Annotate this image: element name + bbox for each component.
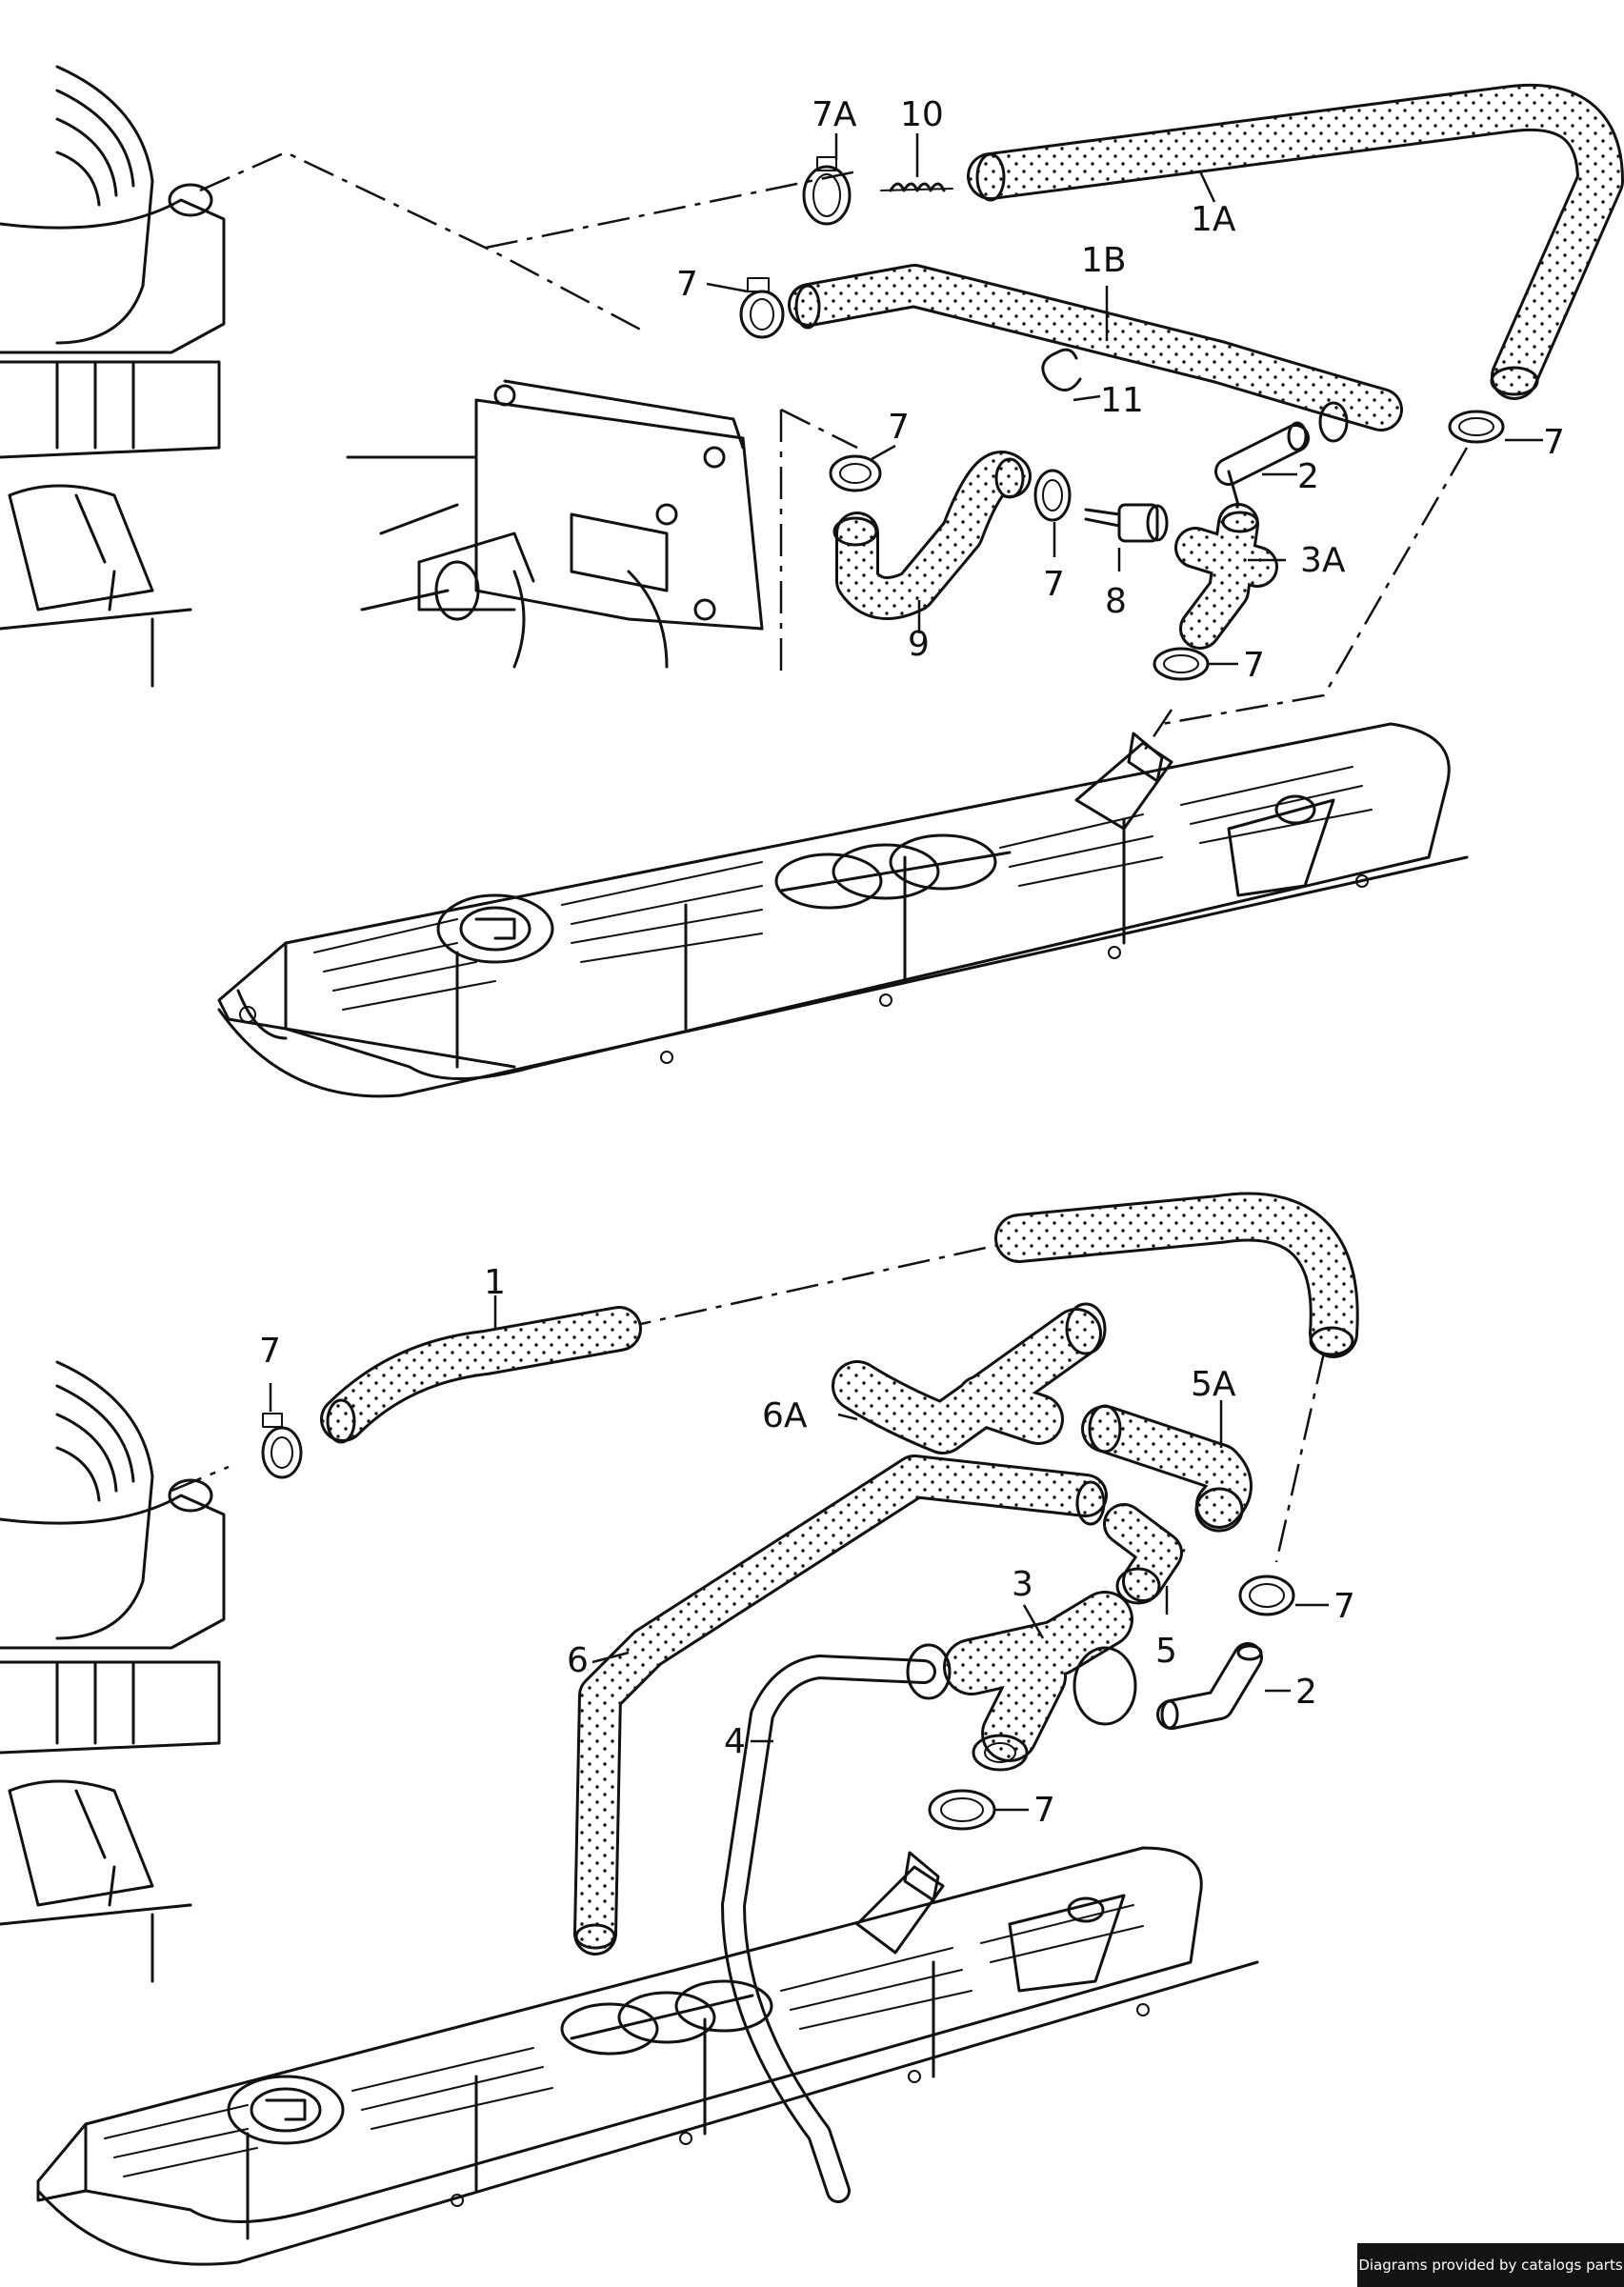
flow-line-7-bottom: [1274, 1352, 1326, 1563]
clamp-7-right-bottom: [1238, 1575, 1295, 1616]
clip-11: [1041, 348, 1082, 391]
callout-9: 9: [908, 625, 930, 664]
callout-5: 5: [1155, 1632, 1177, 1671]
callout-1: 1: [484, 1263, 506, 1302]
flow-line-1a: [199, 150, 649, 335]
flow-line-bracket: [779, 408, 858, 676]
callout-11: 11: [1100, 381, 1144, 420]
callout-7-left-bottom: 7: [259, 1332, 281, 1371]
callout-7-right: 7: [1543, 423, 1565, 462]
flow-line-7a: [485, 170, 858, 250]
callout-4: 4: [724, 1722, 746, 1761]
valve-cover-bottom: [36, 1846, 1259, 2266]
callout-6: 6: [567, 1641, 589, 1680]
clamp-7-vertical: [1033, 469, 1072, 522]
clamp-7-right: [1448, 410, 1505, 444]
bracket-plate-top: [346, 379, 764, 669]
callout-2-bottom: 2: [1295, 1673, 1317, 1712]
callout-7-low: 7: [1243, 646, 1265, 685]
clamp-7-upper: [739, 277, 785, 339]
hose-9: [832, 451, 1032, 620]
leader-lines: [269, 133, 1543, 1812]
elbow-2-top: [1214, 421, 1310, 507]
callouts-top: 7A 10 1A 7 1B 11 7 2 7 7 8 3A 9 7: [676, 95, 1565, 685]
clamp-7a: [802, 156, 852, 226]
flow-line-1: [618, 1236, 1030, 1331]
hose-1a: [967, 83, 1624, 400]
spring-10: [880, 182, 953, 192]
hose-6a: [832, 1302, 1107, 1455]
hose-6: [573, 1454, 1108, 1956]
hose-1b: [788, 264, 1403, 443]
callout-7-mid: 7: [888, 408, 910, 447]
air-cleaner-housing-top: [0, 65, 226, 688]
credit-banner: Diagrams provided by catalogs parts: [1357, 2243, 1624, 2287]
callout-7-low-bottom: 7: [1033, 1791, 1055, 1830]
callout-8: 8: [1105, 582, 1127, 621]
callouts-bottom: 1 7 6A 5A 3 7 5 6 2 4 7: [259, 1263, 1355, 1830]
t-piece-3a: [1174, 503, 1278, 650]
hose-5: [1103, 1503, 1187, 1605]
callout-7-clamp: 7: [1043, 565, 1065, 604]
valve-8: [1084, 503, 1169, 543]
flow-line-7-left: [170, 1465, 230, 1493]
clamp-7-mid: [829, 454, 882, 492]
pipe-4: [721, 1643, 952, 2203]
clamp-7-left-bottom: [261, 1413, 303, 1479]
callout-7a: 7A: [812, 95, 857, 134]
callout-7-right-bottom: 7: [1333, 1587, 1355, 1626]
valve-cover-top: [217, 722, 1469, 1098]
callout-1a: 1A: [1191, 200, 1236, 239]
hose-5a: [1081, 1404, 1253, 1533]
callout-3: 3: [1012, 1565, 1033, 1604]
air-cleaner-housing-bottom: [0, 1360, 226, 1983]
clamp-7-low-bottom: [928, 1789, 996, 1831]
callout-5a: 5A: [1191, 1365, 1236, 1404]
elbow-2-bottom: [1156, 1642, 1263, 1730]
callout-6a: 6A: [762, 1396, 808, 1435]
callout-1b: 1B: [1081, 241, 1127, 280]
t-piece-3: [943, 1591, 1137, 1772]
flow-line-7-right: [1161, 447, 1469, 726]
callout-10: 10: [900, 95, 944, 134]
callout-3a: 3A: [1300, 541, 1346, 580]
callout-7-upper: 7: [676, 265, 698, 304]
callout-2-top: 2: [1297, 457, 1319, 496]
clamp-7-low: [1153, 647, 1210, 681]
hose-1: [320, 1192, 1359, 1444]
